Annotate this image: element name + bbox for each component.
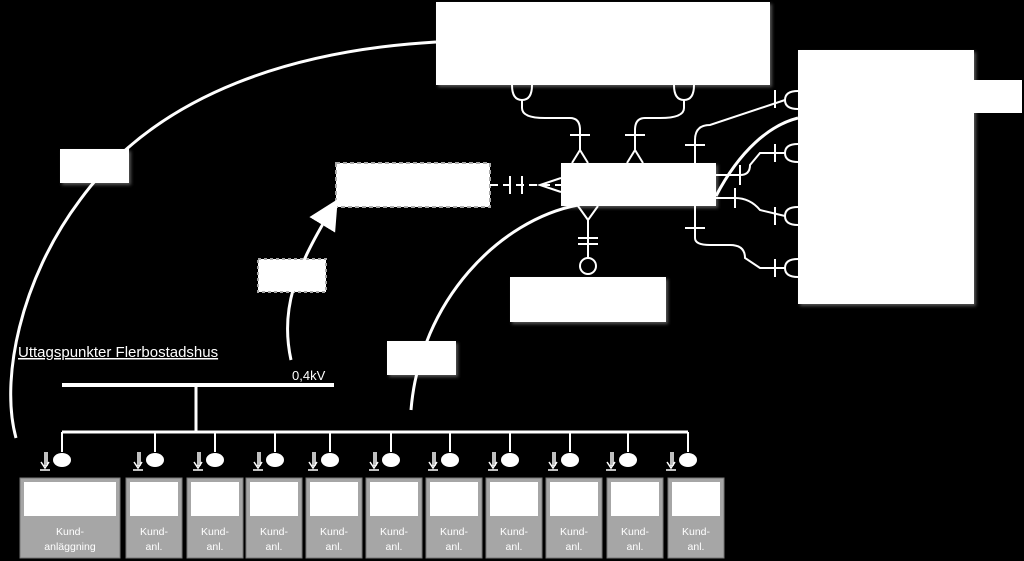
meter-icon	[321, 453, 339, 467]
meter-icon	[679, 453, 697, 467]
customer-label-line2: anl.	[446, 541, 463, 553]
customer-installation: Kund-anl.	[125, 432, 183, 559]
meter-icon	[619, 453, 637, 467]
curve-left	[9, 40, 437, 439]
center-box	[561, 163, 716, 206]
dashed-small-box	[257, 258, 327, 293]
customer-installation: Kund-anl.	[365, 432, 423, 559]
customer-label-line1: Kund-	[201, 526, 230, 538]
customer-inner-panel	[672, 482, 720, 516]
customer-label-line1: Kund-	[56, 526, 85, 538]
customer-installation: Kund-anl.	[245, 432, 303, 559]
ground-arrow-icon	[369, 452, 379, 471]
customer-label-line2: anl.	[207, 541, 224, 553]
ground-arrow-icon	[193, 452, 203, 471]
ground-arrow-icon	[666, 452, 676, 471]
customer-label-line1: Kund-	[380, 526, 409, 538]
customer-installation: Kund-anl.	[305, 432, 363, 559]
meter-icon	[206, 453, 224, 467]
customer-inner-panel	[24, 482, 116, 516]
curve-bottom	[409, 203, 579, 411]
customer-inner-panel	[250, 482, 298, 516]
meter-icon	[501, 453, 519, 467]
customer-inner-panel	[430, 482, 478, 516]
ground-arrow-icon	[488, 452, 498, 471]
customer-label-line1: Kund-	[621, 526, 650, 538]
customer-label-line2: anl.	[627, 541, 644, 553]
customer-label-line2: anläggning	[44, 541, 96, 553]
customer-inner-panel	[370, 482, 418, 516]
customer-inner-panel	[490, 482, 538, 516]
right-box	[798, 50, 974, 304]
customer-label-line1: Kund-	[682, 526, 711, 538]
customer-inner-panel	[310, 482, 358, 516]
customer-installation: Kund-anl.	[666, 432, 725, 559]
customer-label-line1: Kund-	[440, 526, 469, 538]
meter-icon	[266, 453, 284, 467]
meter-icon	[53, 453, 71, 467]
customer-label-line2: anl.	[386, 541, 403, 553]
voltage-label: 0,4kV	[292, 368, 326, 383]
customer-installation: Kund-anl.	[485, 432, 543, 559]
customer-label-line2: anl.	[146, 541, 163, 553]
customer-label-line2: anl.	[566, 541, 583, 553]
meter-icon	[382, 453, 400, 467]
meter-icon	[146, 453, 164, 467]
customer-installation: Kund-anl.	[425, 432, 483, 559]
customer-label-line1: Kund-	[140, 526, 169, 538]
customer-inner-panel	[130, 482, 178, 516]
customer-label-line1: Kund-	[560, 526, 589, 538]
customer-label-line2: anl.	[688, 541, 705, 553]
customer-inner-panel	[611, 482, 659, 516]
customer-label-line2: anl.	[326, 541, 343, 553]
bottom-center-box	[510, 277, 666, 322]
curve-right	[714, 116, 799, 197]
ground-arrow-icon	[308, 452, 318, 471]
left-connector	[490, 176, 562, 194]
meter-icon	[441, 453, 459, 467]
ground-arrow-icon	[548, 452, 558, 471]
customer-installation: Kund-anl.	[606, 432, 664, 559]
right-box-tab	[974, 80, 1022, 113]
bottom-connector	[577, 205, 599, 275]
customer-inner-panel	[550, 482, 598, 516]
customer-inner-panel	[191, 482, 239, 516]
customer-label-line1: Kund-	[260, 526, 289, 538]
top-connectors	[511, 84, 695, 164]
curve-arrow	[285, 199, 338, 361]
ground-arrow-icon	[253, 452, 263, 471]
dashed-box	[335, 162, 491, 208]
customer-installations: Kund-anläggningKund-anl.Kund-anl.Kund-an…	[19, 432, 725, 559]
top-box	[436, 2, 770, 85]
customer-label-line2: anl.	[266, 541, 283, 553]
customer-label-line1: Kund-	[500, 526, 529, 538]
customer-label-line1: Kund-	[320, 526, 349, 538]
customer-installation: Kund-anl.	[186, 432, 244, 559]
diagram-title: Uttagspunkter Flerbostadshus	[18, 344, 218, 361]
right-connectors	[685, 90, 799, 278]
ground-arrow-icon	[428, 452, 438, 471]
ground-arrow-icon	[606, 452, 616, 471]
meter-icon	[561, 453, 579, 467]
left-small-box	[60, 149, 129, 183]
customer-installation: Kund-anläggning	[19, 432, 121, 559]
customer-installation: Kund-anl.	[545, 432, 603, 559]
customer-label-line2: anl.	[506, 541, 523, 553]
ground-arrow-icon	[133, 452, 143, 471]
ground-arrow-icon	[40, 452, 50, 471]
